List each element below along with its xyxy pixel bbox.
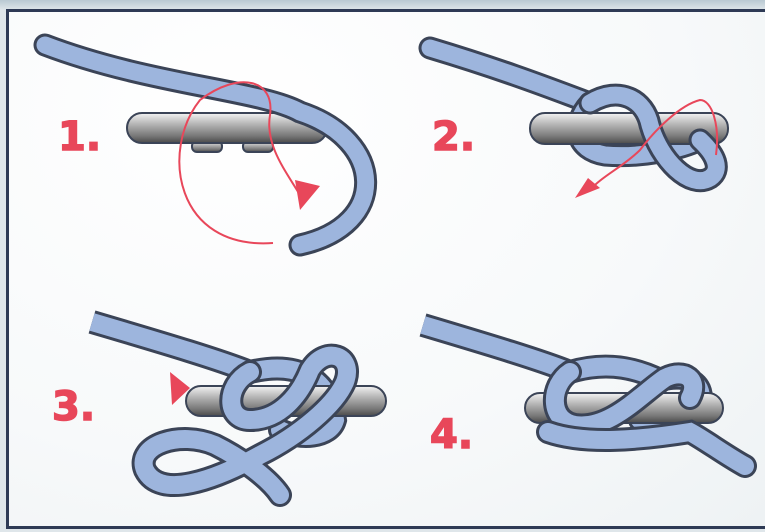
- step-label-3: 3.: [52, 384, 95, 430]
- arrow-head: [170, 372, 190, 405]
- rope-over: [578, 83, 728, 193]
- step-3: 3.: [51, 310, 387, 507]
- step-4: 4.: [419, 313, 757, 478]
- step-label-1: 1.: [58, 114, 101, 160]
- direction-arrow: [594, 98, 718, 186]
- bar: [529, 112, 729, 145]
- arrow-head: [295, 180, 320, 210]
- step-label-2: 2.: [432, 114, 475, 160]
- step-2: 2.: [418, 36, 729, 198]
- arrow-head: [575, 178, 600, 198]
- direction-arrow: [178, 81, 301, 245]
- step-1: 1.: [33, 33, 378, 257]
- rope-over: [536, 360, 757, 478]
- step-label-4: 4.: [430, 412, 473, 458]
- rope-over: [131, 343, 359, 507]
- rope: [33, 33, 378, 257]
